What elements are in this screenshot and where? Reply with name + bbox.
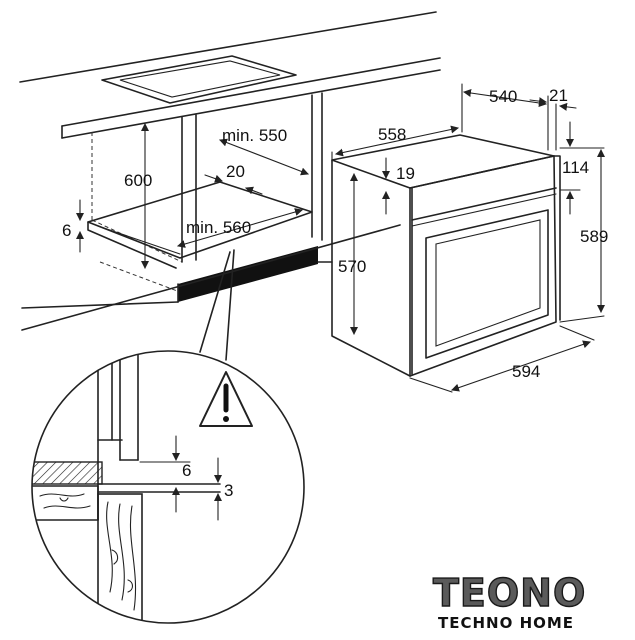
vent-strip <box>178 246 318 302</box>
cabinet-niche <box>19 11 441 331</box>
total-height-label: 589 <box>580 227 608 246</box>
detail-gap-bottom-label: 3 <box>224 481 233 500</box>
oven-body-depth-label: 558 <box>378 125 406 144</box>
oven-unit <box>331 134 561 377</box>
logo-tagline: TECHNO HOME <box>438 614 574 632</box>
niche-depth-label: min. 550 <box>222 126 287 145</box>
countertop-height-label: 600 <box>124 171 152 190</box>
body-height-label: 570 <box>338 257 366 276</box>
detail-gap-top-label: 6 <box>182 461 191 480</box>
top-step-label: 19 <box>396 164 415 183</box>
control-panel-height-label: 114 <box>562 158 589 177</box>
side-offset-label: 6 <box>62 221 71 240</box>
niche-width-label: min. 560 <box>186 218 251 237</box>
warning-exclamation-icon <box>199 371 253 427</box>
detail-callout: 6 3 <box>31 249 305 624</box>
total-width-label: 594 <box>512 362 540 381</box>
brand-logo: TEONO TECHNO HOME <box>432 570 586 632</box>
logo-name: TEONO <box>433 571 586 615</box>
oven-depth-total-label: 540 <box>489 87 517 106</box>
cabinet-dimensions: 600 6 min. 550 20 min. 560 <box>62 123 309 269</box>
oven-dimensions: 540 21 558 19 114 589 570 594 <box>331 83 608 393</box>
front-thickness-label: 21 <box>549 86 568 105</box>
rear-gap-label: 20 <box>226 162 245 181</box>
